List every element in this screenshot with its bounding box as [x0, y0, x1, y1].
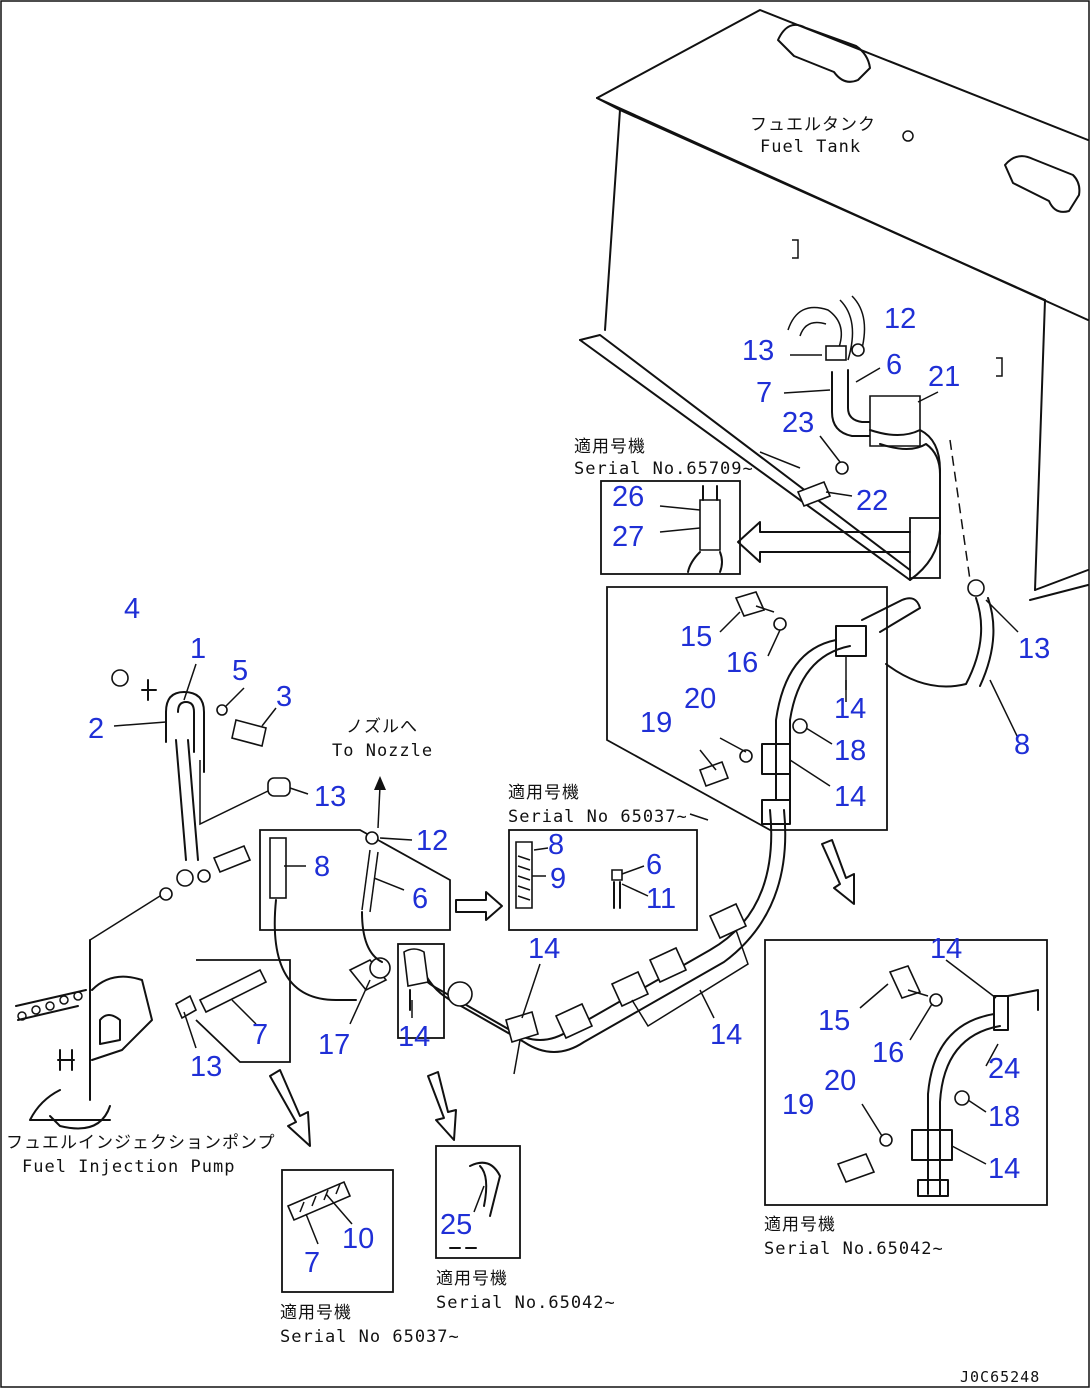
callout-6: 6: [412, 883, 428, 915]
callout-2: 2: [88, 713, 104, 745]
serial-65037-mid-jp: 適用号機: [508, 783, 580, 803]
callout-14: 14: [930, 933, 962, 965]
serial-65037-bottom-jp: 適用号機: [280, 1303, 352, 1323]
arrow-to-inset-65037: [455, 891, 503, 921]
callout-12: 12: [416, 825, 448, 857]
arrow-to-inset-65042-right: [821, 839, 855, 905]
serial-65037-mid-en: Serial No 65037~: [508, 807, 688, 827]
bracket-assembly: [89, 669, 291, 941]
callout-14: 14: [834, 781, 866, 813]
callout-19: 19: [640, 707, 672, 739]
callout-8: 8: [548, 829, 564, 861]
callout-15: 15: [680, 621, 712, 653]
fuel-tank-label-en: Fuel Tank: [760, 137, 861, 157]
serial-65042-right-jp: 適用号機: [764, 1215, 836, 1235]
callout-13: 13: [190, 1051, 222, 1083]
callout-14: 14: [834, 693, 866, 725]
serial-65042-bottom-en: Serial No.65042~: [436, 1293, 616, 1313]
callout-3: 3: [276, 681, 292, 713]
fuel-injection-pump: [15, 939, 198, 1130]
callout-9: 9: [550, 863, 566, 895]
callout-14: 14: [988, 1153, 1020, 1185]
callout-7: 7: [756, 377, 772, 409]
inset-serial-65037-mid: [508, 829, 698, 931]
inset-serial-65037-bottom: [281, 1169, 394, 1293]
callout-27: 27: [612, 521, 644, 553]
callout-21: 21: [928, 361, 960, 393]
arrow-to-inset-65709: [737, 521, 911, 563]
callout-5: 5: [232, 655, 248, 687]
callout-20: 20: [684, 683, 716, 715]
callout-8: 8: [1014, 729, 1030, 761]
inset-65709-hose: [687, 485, 723, 573]
callout-22: 22: [856, 485, 888, 517]
leader-lines: [113, 354, 1019, 1245]
callout-20: 20: [824, 1065, 856, 1097]
callout-8: 8: [314, 851, 330, 883]
callout-17: 17: [318, 1029, 350, 1061]
callout-18: 18: [834, 735, 866, 767]
callout-14: 14: [710, 1019, 742, 1051]
detail-box-clamp-14: [397, 943, 445, 1039]
detail-box-hose-7: [195, 959, 291, 1063]
connector-17: [273, 899, 391, 1001]
tank-fittings: [796, 343, 995, 688]
callout-10: 10: [342, 1223, 374, 1255]
to-nozzle-jp: ノズルへ: [346, 717, 418, 737]
detail-box-center: [259, 829, 451, 931]
callout-16: 16: [726, 647, 758, 679]
callout-12: 12: [884, 303, 916, 335]
inset-65042-clamps: [836, 965, 1039, 1197]
callout-25: 25: [440, 1209, 472, 1241]
callout-1: 1: [190, 633, 206, 665]
callout-19: 19: [782, 1089, 814, 1121]
callout-14: 14: [398, 1021, 430, 1053]
pump-label-jp: フュエルインジェクションポンプ: [6, 1133, 276, 1153]
serial-65709-jp: 適用号機: [574, 437, 646, 457]
callout-14: 14: [528, 933, 560, 965]
callout-15: 15: [818, 1005, 850, 1037]
callout-23: 23: [782, 407, 814, 439]
serial-65042-right-en: Serial No.65042~: [764, 1239, 944, 1259]
to-nozzle-en: To Nozzle: [332, 741, 433, 761]
callout-6: 6: [646, 849, 662, 881]
inset-serial-65042-right: [764, 939, 1048, 1206]
inset-serial-65042-bottom: [435, 1145, 521, 1259]
fuel-tank-label-jp: フュエルタンク: [750, 115, 876, 135]
main-fuel-hose: [409, 809, 787, 1075]
clamp-assembly-upper: [698, 591, 921, 825]
callout-26: 26: [612, 481, 644, 513]
arrow-to-inset-65042-bottom: [427, 1071, 457, 1141]
serial-65042-bottom-jp: 適用号機: [436, 1269, 508, 1289]
detail-box-clamps: [606, 586, 888, 831]
drawing-code: J0C65248: [960, 1368, 1040, 1386]
callout-16: 16: [872, 1037, 904, 1069]
callout-13: 13: [742, 335, 774, 367]
inset-serial-65709: [600, 480, 741, 575]
callout-numbers: 12 13 6 21 7 23 22 26 27 13 15 16 20 19 …: [88, 303, 1050, 1279]
callout-7: 7: [252, 1019, 268, 1051]
pump-label-en: Fuel Injection Pump: [22, 1157, 235, 1177]
serial-65709-en: Serial No.65709~: [574, 459, 754, 479]
fuel-tank: [579, 9, 1089, 601]
hose-8-part: [269, 837, 287, 899]
arrow-to-inset-65037-bottom: [269, 1069, 311, 1147]
serial-65037-bottom-en: Serial No 65037~: [280, 1327, 460, 1347]
callout-13: 13: [1018, 633, 1050, 665]
callout-11: 11: [646, 883, 676, 915]
callout-24: 24: [988, 1053, 1020, 1085]
callout-7: 7: [304, 1247, 320, 1279]
callout-13: 13: [314, 781, 346, 813]
callout-18: 18: [988, 1101, 1020, 1133]
callout-6: 6: [886, 349, 902, 381]
callout-4: 4: [124, 593, 140, 625]
